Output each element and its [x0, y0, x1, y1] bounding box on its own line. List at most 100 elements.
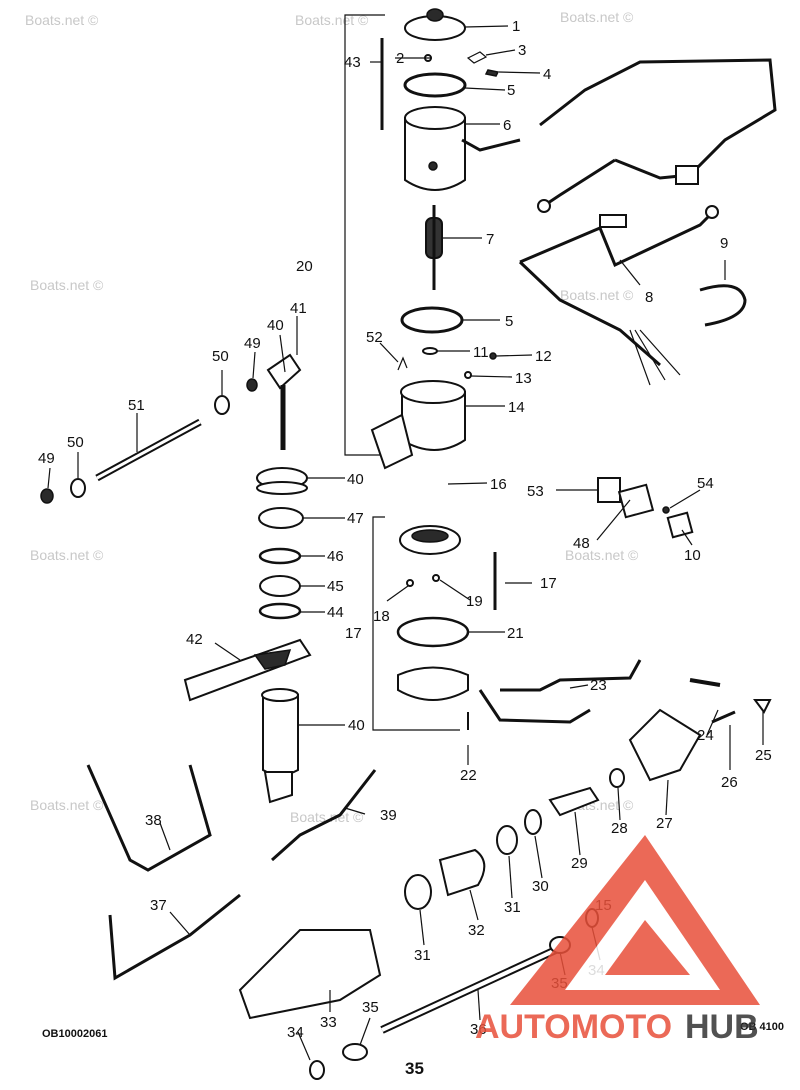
callout-27: 27	[656, 815, 673, 832]
seal	[404, 874, 432, 910]
callout-49-b: 49	[38, 450, 55, 467]
callout-33: 33	[320, 1014, 337, 1031]
logo-text-automoto: AUTOMOTO	[475, 1008, 672, 1046]
callout-30: 30	[532, 878, 549, 895]
cable-terminal	[537, 199, 551, 213]
frame-hole	[428, 161, 438, 171]
logo-triangle-core	[605, 920, 690, 975]
cylinder-clevis	[263, 771, 293, 804]
callout-8: 8	[645, 289, 653, 306]
bolt	[711, 710, 736, 724]
callout-28: 28	[611, 820, 628, 837]
starter-motor-assembly	[370, 8, 521, 470]
nut	[309, 1060, 325, 1080]
callout-19: 19	[466, 593, 483, 610]
battery-cable	[539, 58, 777, 180]
hydraulic-line	[478, 689, 591, 724]
seal	[524, 809, 542, 835]
callout-21: 21	[507, 625, 524, 642]
drive-housing-foot	[370, 413, 414, 470]
callout-18: 18	[373, 608, 390, 625]
page-number: 35	[405, 1059, 424, 1078]
callout-11: 11	[473, 344, 489, 361]
callout-50: 50	[212, 348, 229, 365]
callout-29: 29	[571, 855, 588, 872]
screw	[484, 69, 500, 77]
wiring-harness	[518, 58, 777, 386]
callout-53: 53	[527, 483, 544, 500]
harness-branch	[518, 260, 661, 367]
callout-39: 39	[380, 807, 397, 824]
nut	[489, 352, 497, 360]
harness-main	[519, 213, 712, 268]
valve-spool	[548, 786, 600, 817]
o-ring-large	[396, 616, 470, 648]
callout-48: 48	[573, 535, 590, 552]
seal	[258, 602, 302, 620]
callout-44: 44	[327, 604, 344, 621]
callout-26: 26	[721, 774, 738, 791]
o-ring	[400, 306, 464, 334]
callout-17: 17	[540, 575, 557, 592]
hydraulic-lines	[86, 659, 642, 981]
bracket-17	[372, 516, 460, 731]
callout-40-b: 40	[267, 317, 284, 334]
switch	[597, 477, 621, 503]
ball	[406, 579, 414, 587]
reservoir-cap-base	[256, 481, 308, 495]
watermark: Boats.net ©	[565, 547, 639, 563]
callout-49: 49	[244, 335, 261, 352]
pump-stack	[183, 467, 312, 804]
field-frame-rim	[404, 106, 466, 130]
hydraulic-line	[500, 659, 642, 692]
watermark-group: Boats.net © Boats.net © Boats.net © Boat…	[25, 9, 639, 825]
watermark: Boats.net ©	[560, 9, 634, 25]
cable-end	[544, 158, 616, 207]
callout-34: 34	[287, 1024, 304, 1041]
callout-17-group: 17	[345, 625, 362, 642]
callout-31: 31	[414, 947, 431, 964]
o-ring	[403, 72, 467, 98]
solenoid	[597, 477, 694, 539]
callout-45: 45	[327, 578, 344, 595]
callout-46: 46	[327, 548, 344, 565]
pivot-parts	[40, 353, 302, 504]
seal	[258, 547, 302, 565]
callout-47: 47	[347, 510, 364, 527]
callout-42: 42	[186, 631, 203, 648]
field-frame	[404, 117, 466, 191]
lockwasher	[464, 371, 472, 379]
callout-38: 38	[145, 812, 162, 829]
callout-51: 51	[128, 397, 145, 414]
drawing-code-right: OB 4100	[740, 1021, 784, 1033]
gasket	[617, 483, 655, 519]
clip	[466, 51, 488, 64]
callout-20: 20	[296, 258, 313, 275]
callout-4: 4	[543, 66, 551, 83]
automotohub-logo: AUTOMOTO HUB	[475, 835, 760, 1046]
brush	[397, 356, 408, 371]
o-ring	[609, 768, 625, 788]
bolt	[689, 678, 721, 687]
harness-terminal	[705, 205, 719, 219]
drive-shaft-highlight	[381, 946, 561, 1032]
callout-6: 6	[503, 117, 511, 134]
callout-12: 12	[535, 348, 552, 365]
washer	[422, 347, 438, 355]
callout-37: 37	[150, 897, 167, 914]
callout-24: 24	[697, 727, 714, 744]
callout-32: 32	[468, 922, 485, 939]
drive-housing-rim	[400, 380, 466, 404]
bracket-20	[344, 14, 385, 456]
harness-clamp	[699, 284, 747, 327]
callout-22: 22	[460, 767, 477, 784]
watermark: Boats.net ©	[30, 797, 104, 813]
ball	[432, 574, 440, 582]
drawing-code-left: OB10002061	[42, 1028, 107, 1040]
callout-13: 13	[515, 370, 532, 387]
hydraulic-line	[86, 764, 212, 872]
leader-lines	[47, 25, 764, 1061]
callout-1: 1	[512, 18, 520, 35]
retainer	[666, 511, 694, 539]
